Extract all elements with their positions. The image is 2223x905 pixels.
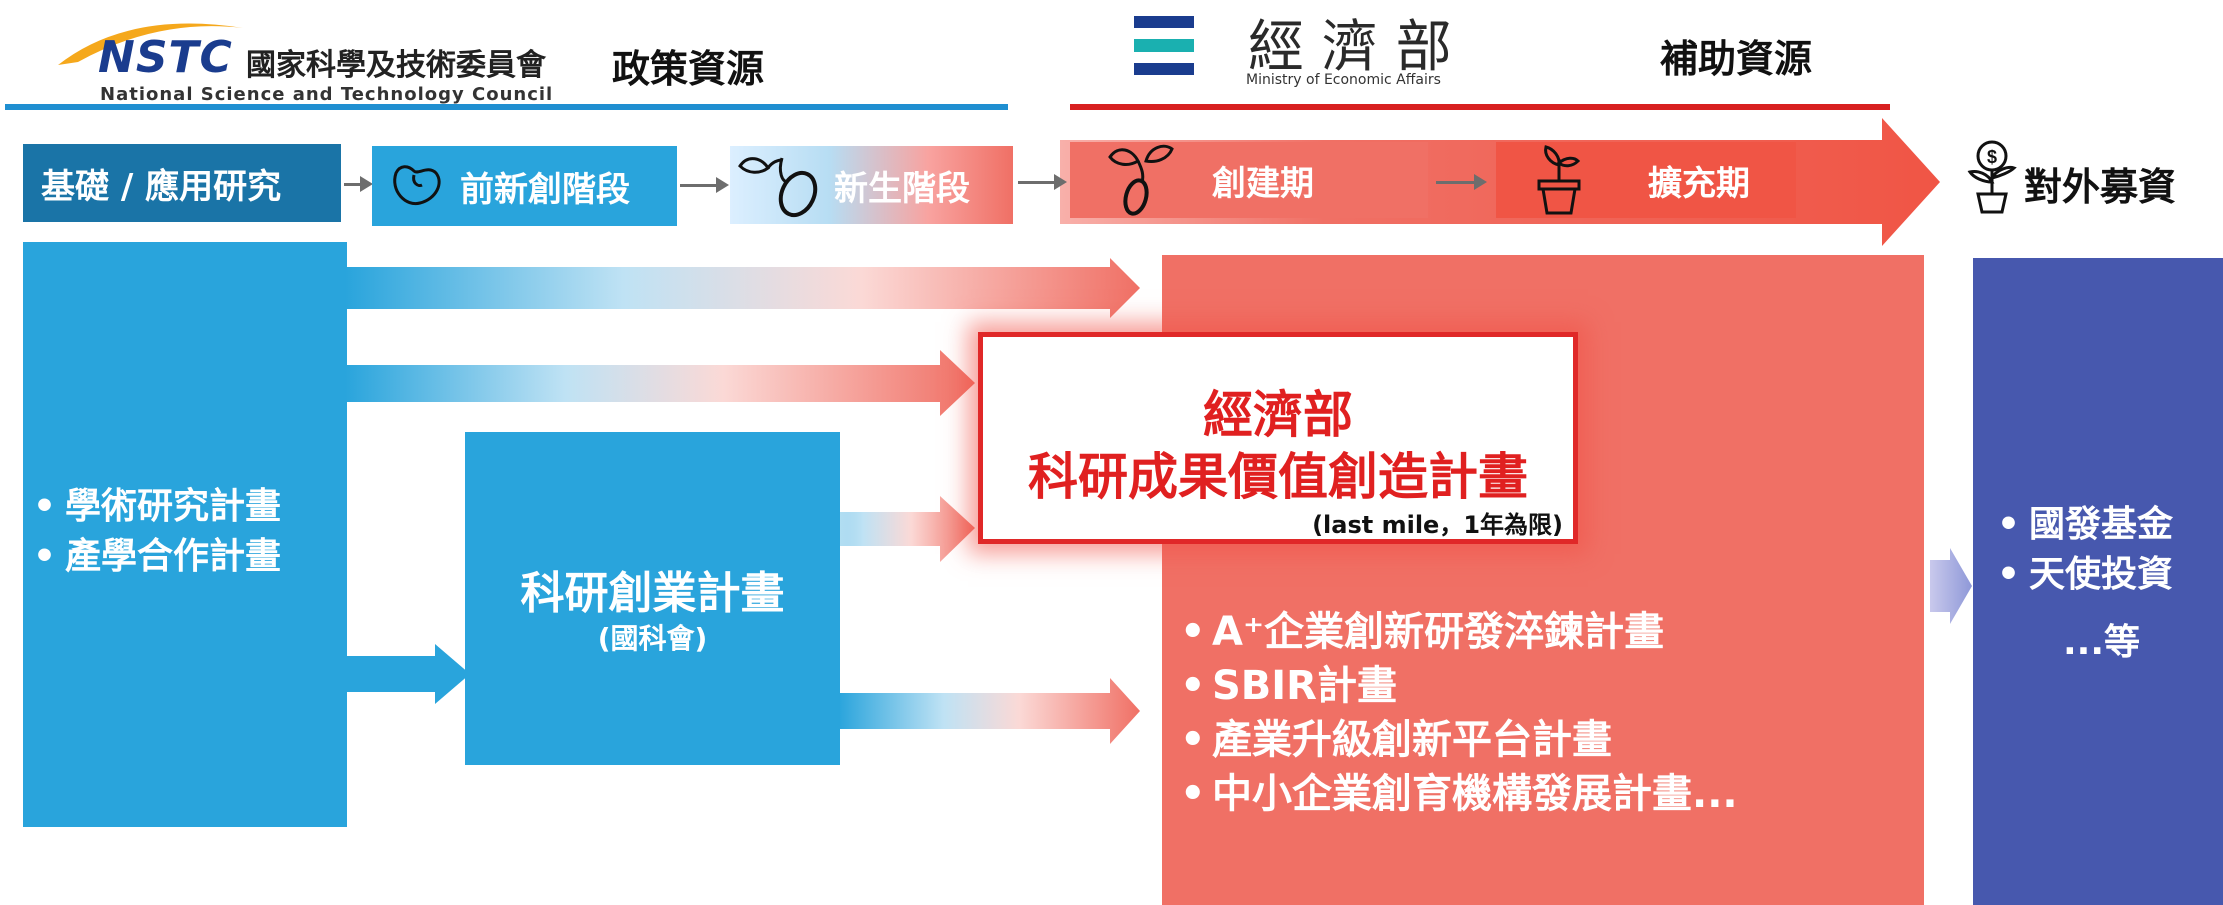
sprout-icon [1108,144,1174,216]
svg-text:$: $ [1987,147,1997,167]
stage-founding: 創建期 [1070,142,1428,218]
stage-external-fundraising-label: 對外募資 [2024,165,2177,209]
moea-emblem-icon [1134,16,1194,76]
nstc-underline [5,104,1008,110]
arrow-founding-to-expansion [1436,172,1487,192]
sprouting-seed-icon [738,157,818,218]
moea-program-item: A⁺企業創新研發淬鍊計畫 [1174,605,1738,659]
startup-program-title: 科研創業計畫 [520,568,785,619]
nstc-english-name: National Science and Technology Council [100,84,554,105]
policy-resources-label: 政策資源 [612,47,765,91]
flow-arrow-academic-to-moea [345,258,1140,318]
stage-basic-research-label: 基礎 / 應用研究 [41,166,282,207]
stage-founding-label: 創建期 [1212,163,1314,204]
moea-program-item: SBIR計畫 [1174,659,1738,713]
flow-arrow-startup-to-highlight [815,496,975,562]
money-plant-icon: $ [1967,140,2017,214]
arrow-newborn-to-founding [1018,172,1067,192]
flow-arrow-to-funding [1930,548,1972,624]
stage-newborn: 新生階段 [730,146,1013,224]
nstc-logo: NSTC 國家科學及技術委員會 National Science and Tec… [48,10,588,105]
highlight-title-line2: 科研成果價值創造計畫 [1028,448,1528,506]
stage-pre-startup: 前新創階段 [372,146,677,226]
stage-expansion: 擴充期 [1496,142,1796,218]
academic-program-item: 產學合作計畫 [27,532,281,582]
moea-logo: 經 濟 部 Ministry of Economic Affairs [1130,4,1510,94]
funding-etc: ...等 [2063,622,2141,663]
highlight-program-box: 經濟部 科研成果價值創造計畫 (last mile，1年為限) [978,332,1578,544]
moea-chinese-name: 經 濟 部 [1248,15,1452,80]
stage-external-fundraising: $ 對外募資 [1962,138,2223,218]
potted-plant-icon [1537,145,1581,215]
funding-list: 國發基金 天使投資 [1991,500,2173,600]
stage-newborn-label: 新生階段 [834,168,970,209]
funding-box: 國發基金 天使投資 ...等 [1973,258,2223,905]
flow-arrow-academic-to-startup [345,644,470,704]
moea-english-name: Ministry of Economic Affairs [1246,72,1441,88]
academic-programs-list: 學術研究計畫 產學合作計畫 [27,482,281,582]
arrow-pre-to-newborn [680,175,729,195]
stage-basic-research: 基礎 / 應用研究 [23,144,341,222]
moea-program-item: 中小企業創育機構發展計畫... [1174,767,1738,821]
funding-item: 國發基金 [1991,500,2173,550]
moea-programs-list: A⁺企業創新研發淬鍊計畫 SBIR計畫 產業升級創新平台計畫 中小企業創育機構發… [1174,605,1738,821]
academic-program-item: 學術研究計畫 [27,482,281,532]
stage-pre-startup-label: 前新創階段 [460,169,630,210]
moea-program-item: 產業升級創新平台計畫 [1174,713,1738,767]
startup-program-subtitle: (國科會) [597,622,708,655]
nstc-chinese-name: 國家科學及技術委員會 [246,48,546,83]
subsidy-resources-label: 補助資源 [1660,37,1813,81]
academic-programs-box: 學術研究計畫 產學合作計畫 [23,242,347,827]
moea-underline [1070,104,1890,110]
funding-item: 天使投資 [1991,550,2173,600]
seed-icon [393,165,441,206]
flow-arrow-academic-to-highlight [345,350,975,416]
arrow-basic-to-pre [344,174,373,194]
highlight-title-line1: 經濟部 [1203,386,1353,444]
stage-expansion-label: 擴充期 [1648,163,1750,204]
startup-program-box: 科研創業計畫 (國科會) [465,432,840,765]
flow-arrow-startup-to-moea [838,678,1140,744]
nstc-logo-text: NSTC [98,32,233,83]
highlight-note: (last mile，1年為限) [1312,511,1563,539]
nstc-swoosh-icon [58,23,243,65]
